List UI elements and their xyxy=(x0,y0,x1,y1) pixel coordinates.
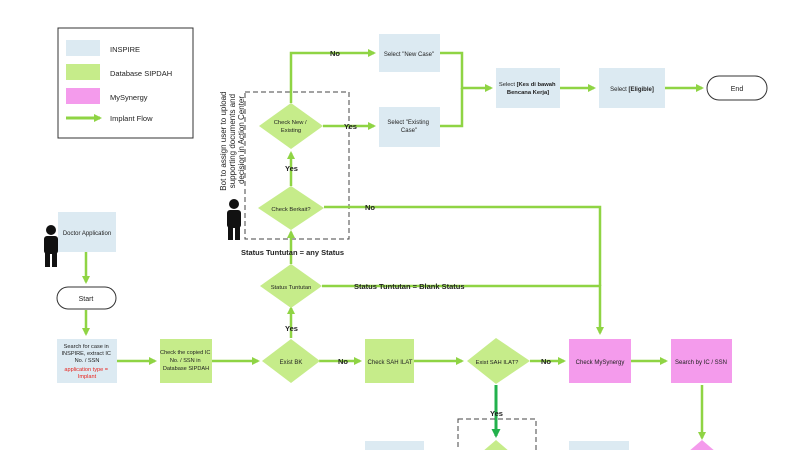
node-select-existing-case xyxy=(379,107,440,147)
node-search-case-highlight: application type = Implant xyxy=(64,367,109,380)
legend-swatch-sipdah xyxy=(66,64,100,80)
edge-labels: No Yes Yes No Status Tuntutan = any Stat… xyxy=(241,49,551,418)
node-end xyxy=(706,75,768,101)
node-exist-sah-ilat-label: Exist SAH ILAT? xyxy=(476,360,520,366)
node-select-eligible-label: Select [Eligible] xyxy=(610,87,654,93)
legend-swatch-inspire xyxy=(66,40,100,56)
node-doctor-application xyxy=(58,212,116,252)
node-start xyxy=(56,286,117,310)
node-check-sah-ilat xyxy=(365,339,414,383)
node-select-kes xyxy=(496,68,560,108)
label-yes-exist-sah: Yes xyxy=(490,409,503,418)
node-search-case xyxy=(57,339,117,383)
node-select-new-case xyxy=(379,34,440,72)
legend-label-flow: Implant Flow xyxy=(110,114,153,123)
label-yes-exist-bk: Yes xyxy=(285,324,298,333)
node-end-label: End xyxy=(731,86,744,93)
edge-new-existing-new-case xyxy=(289,49,376,103)
bot-note: Bot to assign user to upload supporting … xyxy=(219,89,246,190)
bot-actor-icon xyxy=(227,199,241,240)
bot-region xyxy=(244,91,350,240)
node-doctor-application-label: Doctor Application xyxy=(63,231,111,237)
node-status-tuntutan xyxy=(260,264,322,308)
doctor-actor-icon xyxy=(44,225,58,267)
label-yes-berkait: Yes xyxy=(285,164,298,173)
label-no-berkait: No xyxy=(365,203,375,212)
node-check-new-existing-label: Check New / Existing xyxy=(274,120,309,134)
node-check-copied-ic-label: Check the copied IC No. / SSN in Databas… xyxy=(160,350,212,372)
edge-new-case-kes xyxy=(440,51,493,92)
legend-label-mysynergy: MySynergy xyxy=(110,93,148,102)
label-status-blank: Status Tuntutan = Blank Status xyxy=(354,282,465,291)
node-check-berkait-label: Check Berkait? xyxy=(271,207,311,213)
node-check-mysynergy xyxy=(569,339,631,383)
legend-label-inspire: INSPIRE xyxy=(110,45,140,54)
partial-node-inspire-left xyxy=(365,441,424,450)
node-exist-bk xyxy=(262,339,320,383)
node-check-berkait xyxy=(258,186,324,230)
label-no-exist-sah: No xyxy=(541,357,551,366)
node-start-label: Start xyxy=(79,296,94,303)
edge-status-blank-mysynergy xyxy=(322,284,604,335)
node-search-ic-ssn-label: Search by IC / SSN xyxy=(675,360,727,366)
node-exist-bk-label: Exist BK xyxy=(280,360,303,366)
node-search-case-label: Search for case in INSPIRE, extract IC N… xyxy=(62,344,113,364)
node-check-mysynergy-label: Check MySynergy xyxy=(576,360,625,366)
edge-existing-case-kes xyxy=(440,88,464,128)
edges xyxy=(82,49,706,440)
node-status-tuntutan-label: Status Tuntutan xyxy=(271,285,312,291)
label-status-any: Status Tuntutan = any Status xyxy=(241,248,344,257)
legend-swatch-mysynergy xyxy=(66,88,100,104)
node-select-kes-label: Select [Kes di bawah Bencana Kerja] xyxy=(499,82,557,96)
node-search-ic-ssn xyxy=(671,339,732,383)
node-select-existing-case-label: Select "Existing Case" xyxy=(387,120,430,134)
node-select-new-case-label: Select "New Case" xyxy=(384,52,434,58)
legend-label-sipdah: Database SIPDAH xyxy=(110,69,172,78)
partial-diamond-sipdah xyxy=(484,440,508,450)
node-exist-sah-ilat xyxy=(467,338,530,384)
edge-berkait-no xyxy=(324,205,602,286)
node-select-eligible xyxy=(599,68,665,108)
partial-diamond-mysynergy xyxy=(690,440,714,450)
partial-dashed-region xyxy=(457,418,537,450)
node-check-sah-ilat-label: Check SAH ILAT xyxy=(368,360,413,366)
label-no-exist-bk: No xyxy=(338,357,348,366)
legend: INSPIRE Database SIPDAH MySynergy Implan… xyxy=(57,27,194,139)
label-no-new-case: No xyxy=(330,49,340,58)
node-check-copied-ic xyxy=(160,339,212,383)
node-check-new-existing xyxy=(259,103,323,149)
partial-node-inspire-right xyxy=(569,441,629,450)
label-yes-existing: Yes xyxy=(344,122,357,131)
